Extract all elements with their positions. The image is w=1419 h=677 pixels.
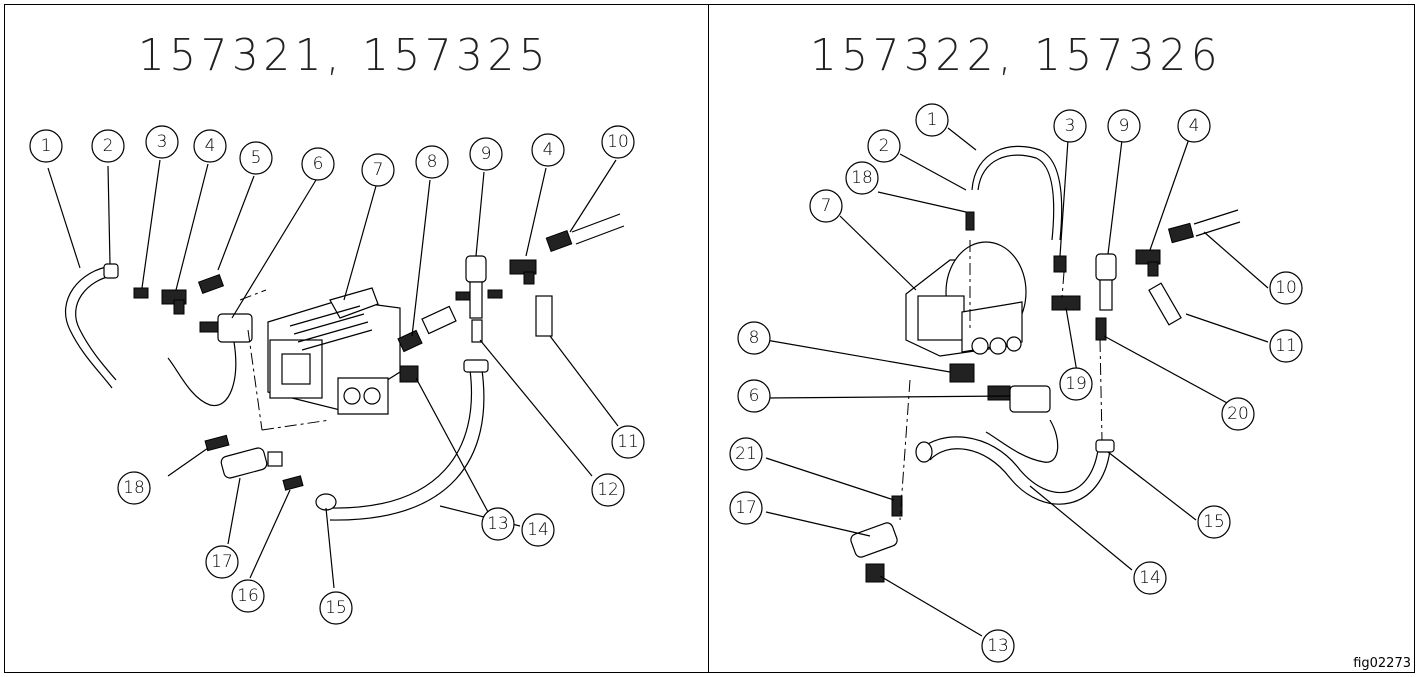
- right-panel-title: 157322, 157326: [810, 30, 1223, 81]
- svg-text:4: 4: [543, 140, 554, 160]
- callout-left-1: 1: [29, 129, 63, 163]
- callout-left-7: 7: [361, 153, 395, 187]
- svg-text:6: 6: [313, 154, 324, 174]
- panel-divider: [708, 4, 709, 673]
- callout-left-14: 14: [521, 513, 555, 547]
- svg-text:17: 17: [211, 552, 233, 572]
- callout-right-6: 6: [737, 379, 771, 413]
- svg-text:8: 8: [427, 152, 438, 172]
- svg-text:11: 11: [1275, 336, 1297, 356]
- svg-text:10: 10: [607, 132, 629, 152]
- svg-text:14: 14: [527, 520, 549, 540]
- svg-text:4: 4: [205, 136, 216, 156]
- svg-text:3: 3: [157, 132, 168, 152]
- callout-right-14: 14: [1133, 561, 1167, 595]
- svg-text:2: 2: [103, 136, 114, 156]
- callout-left-9: 9: [469, 137, 503, 171]
- svg-text:21: 21: [735, 444, 757, 464]
- callout-left-3: 3: [145, 125, 179, 159]
- callout-left-6: 6: [301, 147, 335, 181]
- callout-left-2: 2: [91, 129, 125, 163]
- svg-text:6: 6: [749, 386, 760, 406]
- right-callouts: [765, 127, 1269, 637]
- left-parts: [64, 213, 625, 521]
- svg-text:15: 15: [325, 598, 347, 618]
- callout-right-13: 13: [981, 629, 1015, 663]
- callout-right-19: 19: [1059, 367, 1093, 401]
- callout-right-3: 3: [1053, 109, 1087, 143]
- svg-text:9: 9: [481, 144, 492, 164]
- right-parts: [850, 145, 1241, 583]
- svg-text:7: 7: [373, 160, 384, 180]
- svg-text:9: 9: [1119, 116, 1130, 136]
- svg-text:16: 16: [237, 586, 259, 606]
- svg-text:4: 4: [1189, 116, 1200, 136]
- svg-text:1: 1: [927, 110, 938, 130]
- left-callouts: [47, 159, 619, 589]
- svg-text:13: 13: [987, 636, 1009, 656]
- callout-right-11: 11: [1269, 329, 1303, 363]
- callout-right-15: 15: [1197, 505, 1231, 539]
- svg-text:7: 7: [821, 196, 832, 216]
- callout-right-4: 4: [1177, 109, 1211, 143]
- callout-left-11: 11: [611, 425, 645, 459]
- svg-text:18: 18: [123, 478, 145, 498]
- svg-text:15: 15: [1203, 512, 1225, 532]
- svg-text:14: 14: [1139, 568, 1161, 588]
- svg-text:10: 10: [1275, 278, 1297, 298]
- callout-right-8: 8: [737, 321, 771, 355]
- callout-right-18: 18: [845, 161, 879, 195]
- svg-text:13: 13: [487, 514, 509, 534]
- diagram-frame: [4, 4, 1415, 673]
- figure-id: fig02273: [1353, 656, 1411, 671]
- svg-text:3: 3: [1065, 116, 1076, 136]
- callout-left-4b: 4: [531, 133, 565, 167]
- svg-text:19: 19: [1065, 374, 1087, 394]
- callout-left-15: 15: [319, 591, 353, 625]
- callout-left-5: 5: [239, 141, 273, 175]
- callout-right-2: 2: [867, 129, 901, 163]
- callout-right-10: 10: [1269, 271, 1303, 305]
- callout-left-16: 16: [231, 579, 265, 613]
- callout-left-17: 17: [205, 545, 239, 579]
- callout-left-8: 8: [415, 145, 449, 179]
- svg-text:12: 12: [597, 480, 619, 500]
- callout-right-20: 20: [1221, 397, 1255, 431]
- svg-text:2: 2: [879, 136, 890, 156]
- svg-text:1: 1: [41, 136, 52, 156]
- callout-left-18: 18: [117, 471, 151, 505]
- callout-right-9: 9: [1107, 109, 1141, 143]
- callout-left-10: 10: [601, 125, 635, 159]
- callout-right-21: 21: [729, 437, 763, 471]
- svg-text:18: 18: [851, 168, 873, 188]
- svg-text:8: 8: [749, 328, 760, 348]
- callout-right-1: 1: [915, 103, 949, 137]
- svg-text:17: 17: [735, 498, 757, 518]
- svg-text:20: 20: [1227, 404, 1249, 424]
- callout-left-12: 12: [591, 473, 625, 507]
- svg-text:11: 11: [617, 432, 639, 452]
- callout-left-13: 13: [481, 507, 515, 541]
- svg-text:5: 5: [251, 148, 262, 168]
- callout-left-4: 4: [193, 129, 227, 163]
- left-panel-title: 157321, 157325: [138, 30, 551, 81]
- callout-right-7: 7: [809, 189, 843, 223]
- callout-right-17: 17: [729, 491, 763, 525]
